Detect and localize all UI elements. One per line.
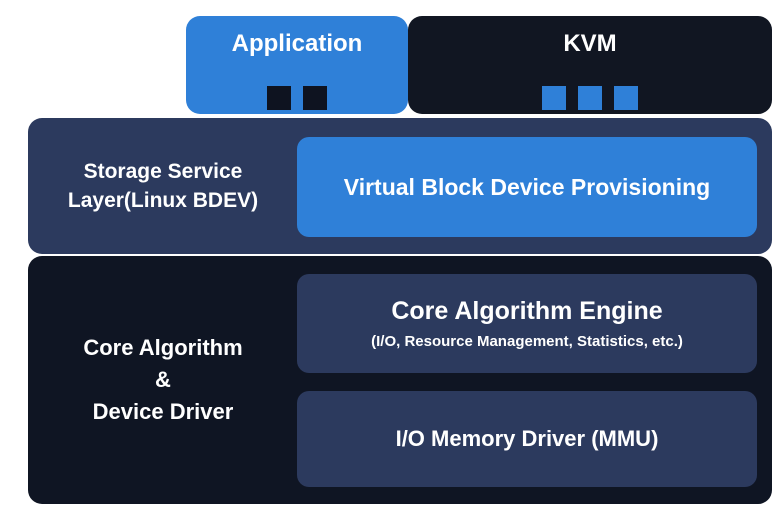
kvm-box: KVM xyxy=(408,16,772,114)
virtual-block-device-box: Virtual Block Device Provisioning xyxy=(297,137,757,237)
application-label: Application xyxy=(231,30,363,57)
storage-service-layer: Storage Service Layer(Linux BDEV) Virtua… xyxy=(28,118,772,254)
core-label-line1: Core Algorithm xyxy=(83,335,243,360)
virtual-block-device-label: Virtual Block Device Provisioning xyxy=(343,173,711,200)
core-label-line2: & xyxy=(155,367,171,392)
engine-title: Core Algorithm Engine xyxy=(391,296,663,325)
kvm-squares xyxy=(408,86,772,110)
storage-label-line1: Storage Service xyxy=(83,160,243,183)
kvm-label: KVM xyxy=(563,30,617,57)
application-box: Application xyxy=(186,16,408,114)
application-square xyxy=(267,86,291,110)
core-layer-label: Core Algorithm & Device Driver xyxy=(28,256,298,504)
kvm-square xyxy=(542,86,566,110)
application-squares xyxy=(186,86,408,110)
storage-layer-label: Storage Service Layer(Linux BDEV) xyxy=(28,118,298,254)
kvm-square xyxy=(614,86,638,110)
engine-subtitle: (I/O, Resource Management, Statistics, e… xyxy=(371,332,683,350)
core-label-line3: Device Driver xyxy=(92,399,234,424)
core-algorithm-engine-box: Core Algorithm Engine (I/O, Resource Man… xyxy=(297,274,757,373)
storage-label-line2: Layer(Linux BDEV) xyxy=(67,189,259,212)
application-square xyxy=(303,86,327,110)
core-algorithm-layer: Core Algorithm & Device Driver Core Algo… xyxy=(28,256,772,504)
io-memory-driver-label: I/O Memory Driver (MMU) xyxy=(395,426,659,451)
io-memory-driver-box: I/O Memory Driver (MMU) xyxy=(297,391,757,487)
kvm-square xyxy=(578,86,602,110)
